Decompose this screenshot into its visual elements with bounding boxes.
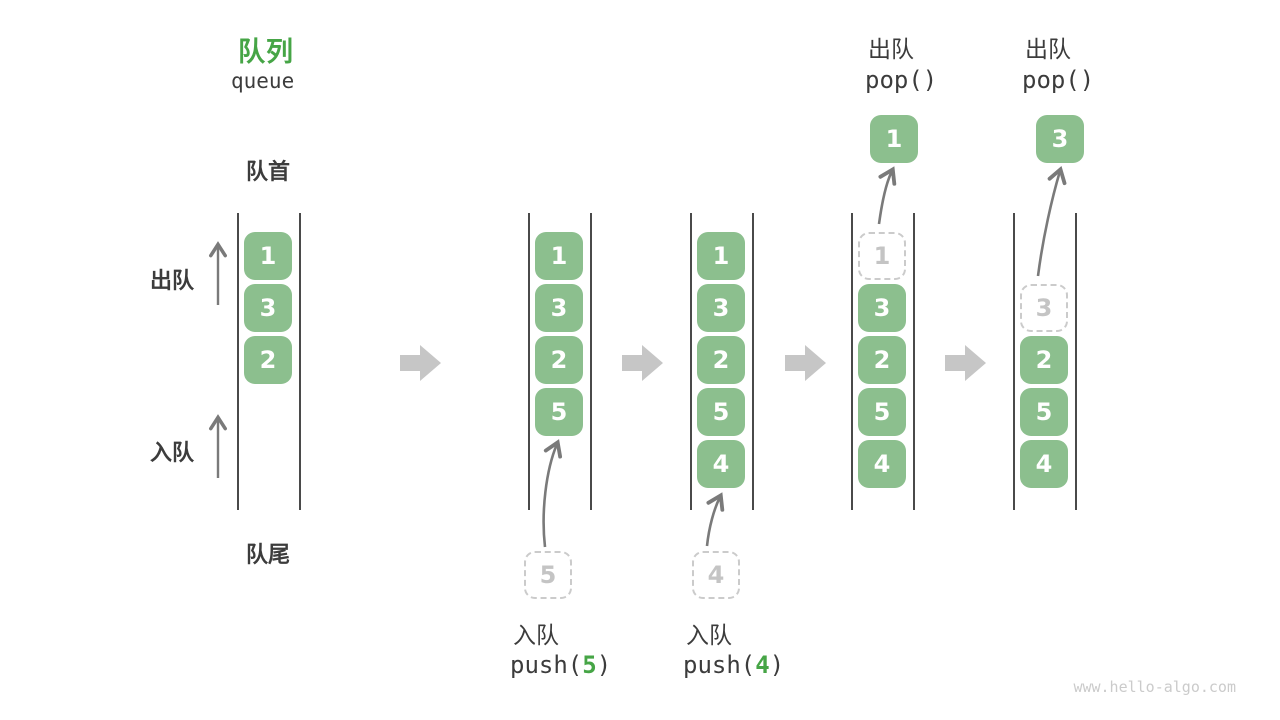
pop-arrow-icon bbox=[877, 166, 897, 225]
queue-item-box: 3 bbox=[244, 284, 292, 332]
queue-item-box: 1 bbox=[244, 232, 292, 280]
operation-code: pop() bbox=[1022, 66, 1094, 94]
operation-code-prefix: push( bbox=[510, 651, 583, 679]
operation-code-text: pop() bbox=[1022, 66, 1095, 94]
queue-item-box: 4 bbox=[1020, 440, 1068, 488]
queue-item-box: 3 bbox=[1020, 284, 1068, 332]
queue-item-box: 3 bbox=[697, 284, 745, 332]
queue-wall-left bbox=[528, 213, 530, 510]
pop-arrow-icon bbox=[1036, 165, 1067, 277]
label-enqueue: 入队 bbox=[150, 440, 195, 465]
queue-item-box: 2 bbox=[858, 336, 906, 384]
operation-label: 入队 bbox=[686, 622, 732, 648]
queue-wall-left bbox=[690, 213, 692, 510]
label-queue-front: 队首 bbox=[245, 159, 290, 184]
label-queue-rear: 队尾 bbox=[245, 542, 290, 567]
queue-item-box: 3 bbox=[858, 284, 906, 332]
queue-item-box: 5 bbox=[697, 388, 745, 436]
queue-item-box: 1 bbox=[697, 232, 745, 280]
queue-wall-right bbox=[590, 213, 592, 510]
queue-item-box: 3 bbox=[535, 284, 583, 332]
queue-wall-left bbox=[851, 213, 853, 510]
operation-code-suffix: ) bbox=[769, 651, 785, 679]
queue-wall-right bbox=[1075, 213, 1077, 510]
operation-code-arg: 4 bbox=[755, 651, 770, 679]
queue-item-box: 5 bbox=[858, 388, 906, 436]
operation-code-text: pop() bbox=[865, 66, 938, 94]
operation-code: push(5) bbox=[510, 651, 611, 679]
operation-code-prefix: push( bbox=[683, 651, 756, 679]
block-arrow-icon bbox=[622, 345, 663, 381]
queue-item-box: 2 bbox=[1020, 336, 1068, 384]
block-arrow-icon bbox=[400, 345, 441, 381]
queue-wall-right bbox=[299, 213, 301, 510]
push-arrow-icon bbox=[542, 439, 563, 548]
queue-wall-right bbox=[752, 213, 754, 510]
operation-label: 出队 bbox=[1025, 36, 1071, 62]
queue-item-box: 4 bbox=[697, 440, 745, 488]
watermark: www.hello-algo.com bbox=[1073, 678, 1236, 696]
operation-code: push(4) bbox=[683, 651, 784, 679]
diagram-title-zh: 队列 bbox=[238, 37, 294, 67]
operation-code-suffix: ) bbox=[596, 651, 612, 679]
queue-wall-left bbox=[237, 213, 239, 510]
operation-label: 出队 bbox=[868, 36, 914, 62]
queue-item-box: 1 bbox=[858, 232, 906, 280]
popped-item-box: 1 bbox=[870, 115, 918, 163]
pending-item-box: 4 bbox=[692, 551, 740, 599]
operation-label: 入队 bbox=[513, 622, 559, 648]
queue-item-box: 5 bbox=[535, 388, 583, 436]
queue-item-box: 2 bbox=[244, 336, 292, 384]
queue-item-box: 2 bbox=[535, 336, 583, 384]
queue-item-box: 4 bbox=[858, 440, 906, 488]
queue-wall-left bbox=[1013, 213, 1015, 510]
pending-item-box: 5 bbox=[524, 551, 572, 599]
block-arrow-icon bbox=[945, 345, 986, 381]
diagram-title-en: queue bbox=[231, 69, 295, 93]
queue-item-box: 2 bbox=[697, 336, 745, 384]
queue-wall-right bbox=[913, 213, 915, 510]
queue-item-box: 5 bbox=[1020, 388, 1068, 436]
label-dequeue: 出队 bbox=[150, 268, 195, 293]
popped-item-box: 3 bbox=[1036, 115, 1084, 163]
operation-code: pop() bbox=[865, 66, 937, 94]
operation-code-arg: 5 bbox=[582, 651, 597, 679]
block-arrow-icon bbox=[785, 345, 826, 381]
queue-item-box: 1 bbox=[535, 232, 583, 280]
push-arrow-icon bbox=[705, 492, 725, 547]
